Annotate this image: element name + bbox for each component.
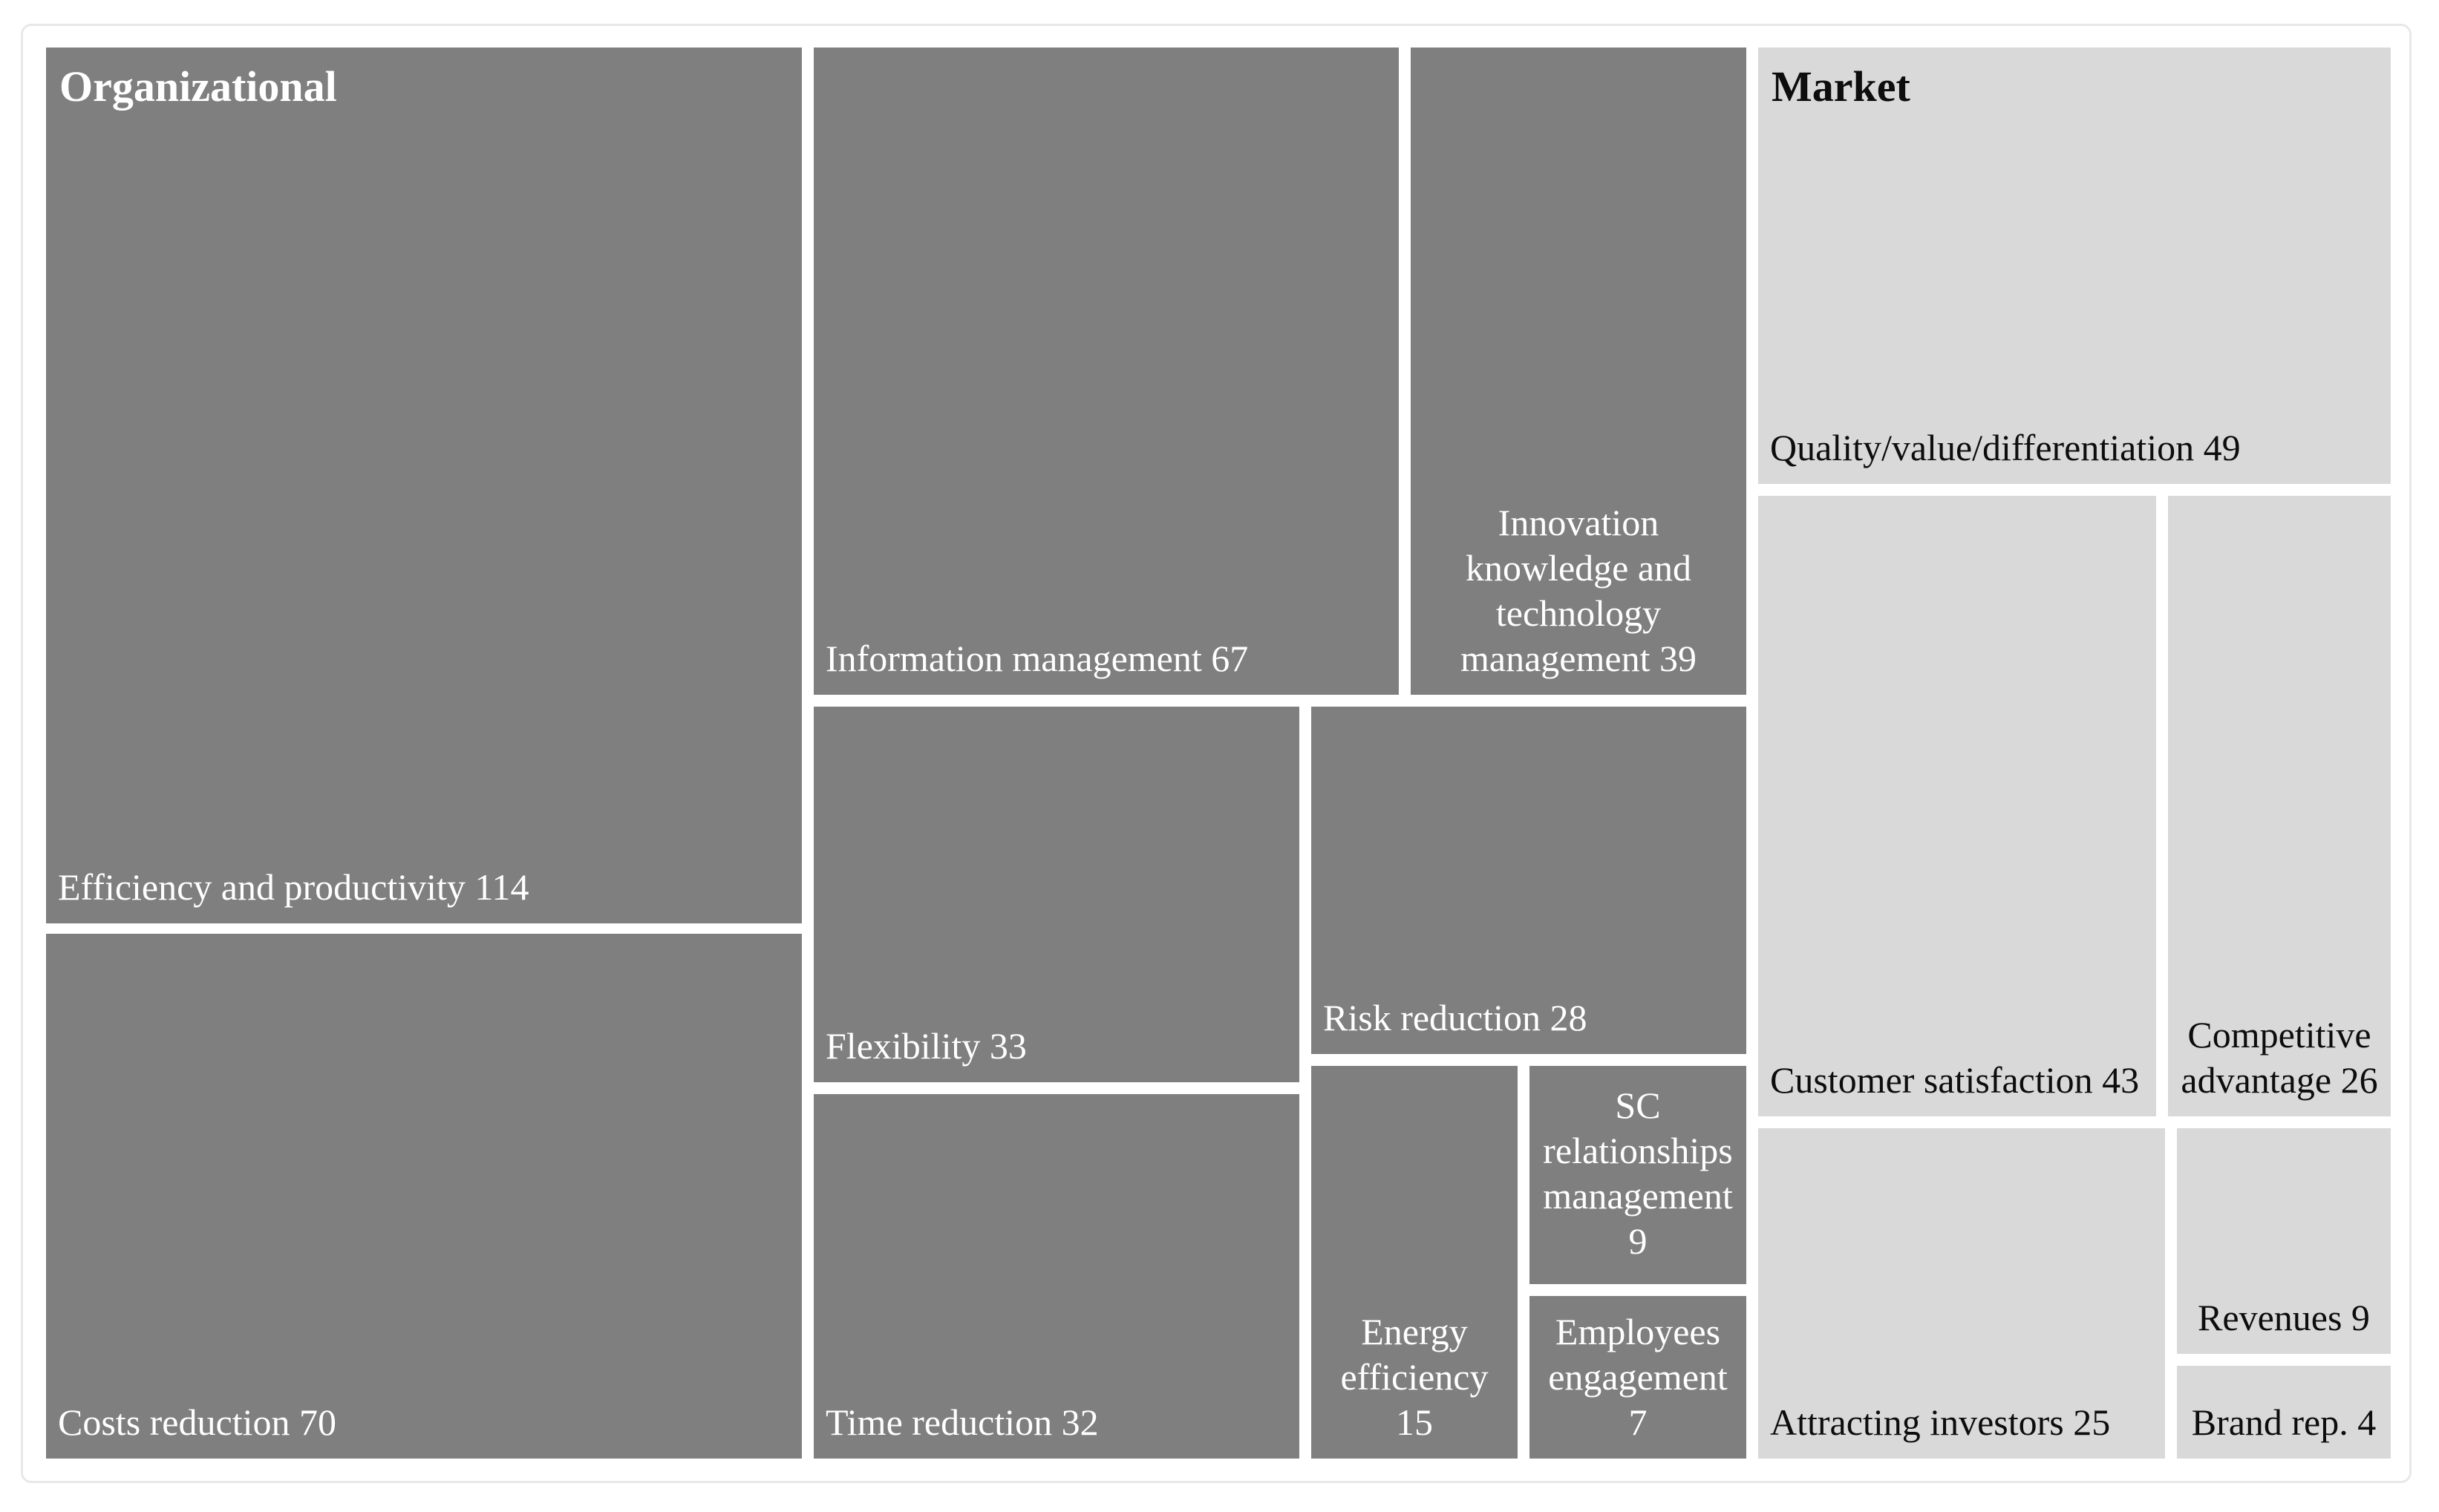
treemap-cell-attracting-investors: Attracting investors 25 xyxy=(1758,1128,2165,1459)
treemap-cell-costs-reduction: Costs reduction 70 xyxy=(46,934,802,1459)
cell-label-flexibility: Flexibility 33 xyxy=(826,1025,1027,1067)
treemap-cell-competitive-advantage: Competitive advantage 26 xyxy=(2168,496,2391,1116)
treemap-cell-flexibility: Flexibility 33 xyxy=(814,707,1299,1082)
treemap-cell-brand-rep: Brand rep. 4 xyxy=(2177,1366,2391,1459)
treemap-cell-quality-value-differentiation: Quality/value/differentiation 49 xyxy=(1758,48,2391,484)
treemap-cell-efficiency-and-productivity: Efficiency and productivity 114 xyxy=(46,48,802,923)
treemap-cell-time-reduction: Time reduction 32 xyxy=(814,1094,1299,1459)
cell-label-risk-reduction: Risk reduction 28 xyxy=(1323,997,1587,1038)
treemap-cell-risk-reduction: Risk reduction 28 xyxy=(1311,707,1746,1054)
treemap-cell-energy-efficiency: Energy efficiency 15 xyxy=(1311,1066,1518,1459)
cell-label-attracting-investors: Attracting investors 25 xyxy=(1770,1401,2111,1443)
cell-label-employees-engagement: Employees engagement 7 xyxy=(1548,1311,1728,1443)
cell-label-innovation-knowledge-technology-management: Innovation knowledge and technology mana… xyxy=(1460,502,1697,679)
treemap-cell-customer-satisfaction: Customer satisfaction 43 xyxy=(1758,496,2156,1116)
cell-label-customer-satisfaction: Customer satisfaction 43 xyxy=(1770,1059,2140,1101)
cell-label-revenues: Revenues 9 xyxy=(2198,1297,2370,1338)
treemap-cell-innovation-knowledge-technology-management: Innovation knowledge and technology mana… xyxy=(1411,48,1746,695)
cell-label-quality-value-differentiation: Quality/value/differentiation 49 xyxy=(1770,427,2241,468)
treemap-cell-revenues: Revenues 9 xyxy=(2177,1128,2391,1354)
cell-label-brand-rep: Brand rep. 4 xyxy=(2191,1401,2377,1443)
treemap-cell-information-management: Information management 67 xyxy=(814,48,1399,695)
group-title-market: Market xyxy=(1772,62,1910,111)
treemap-cell-sc-relationships-management: SC relationships management 9 xyxy=(1529,1066,1746,1284)
group-title-organizational: Organizational xyxy=(59,62,337,111)
cell-label-time-reduction: Time reduction 32 xyxy=(826,1401,1099,1443)
cell-label-competitive-advantage: Competitive advantage 26 xyxy=(2181,1014,2378,1101)
cell-label-sc-relationships-management: SC relationships management 9 xyxy=(1543,1084,1733,1262)
cell-label-information-management: Information management 67 xyxy=(826,638,1249,679)
cell-label-energy-efficiency: Energy efficiency 15 xyxy=(1340,1311,1489,1443)
figure-border-frame xyxy=(21,24,2412,1483)
treemap-cell-employees-engagement: Employees engagement 7 xyxy=(1529,1296,1746,1459)
cell-label-efficiency-and-productivity: Efficiency and productivity 114 xyxy=(58,866,529,908)
cell-label-costs-reduction: Costs reduction 70 xyxy=(58,1401,336,1443)
